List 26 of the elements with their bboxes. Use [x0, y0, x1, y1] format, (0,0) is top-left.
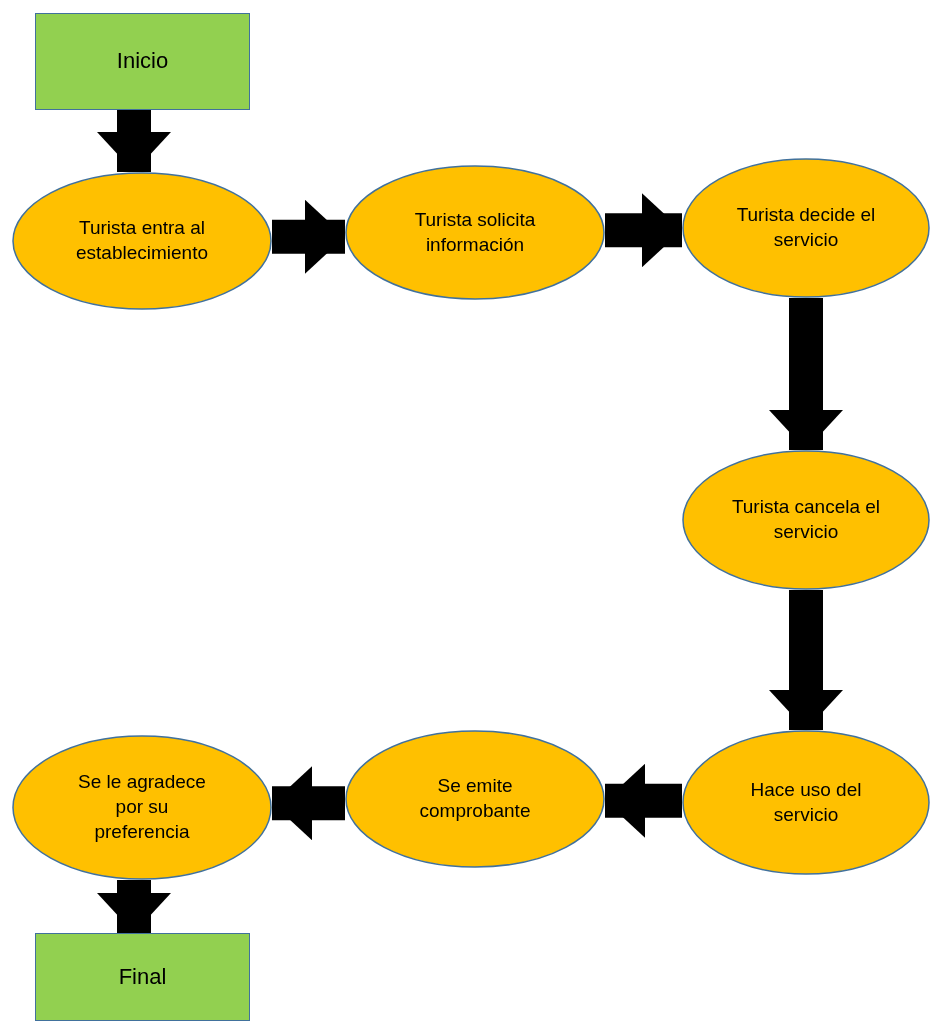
node-label: Se le agradece por su preferencia [77, 770, 207, 844]
block-arrow [97, 110, 171, 172]
block-arrow [769, 590, 843, 730]
node-label: Hace uso del servicio [749, 777, 863, 827]
process-ellipse [682, 158, 930, 298]
block-arrow [605, 193, 682, 268]
terminal-box [35, 13, 250, 110]
node-label: Turista solicita información [413, 207, 537, 257]
process-ellipse [345, 730, 605, 868]
process-ellipse [12, 735, 272, 880]
block-arrow [272, 766, 345, 841]
block-arrow [97, 880, 171, 933]
terminal-box [35, 933, 250, 1021]
process-ellipse [345, 165, 605, 300]
node-label: Se emite comprobante [418, 774, 532, 823]
block-arrow [605, 763, 682, 838]
node-label: Turista cancela el servicio [730, 495, 882, 544]
block-arrow [769, 298, 843, 450]
node-label: Turista decide el servicio [736, 203, 876, 252]
process-ellipse [682, 450, 930, 590]
block-arrow [272, 199, 345, 274]
process-ellipse [682, 730, 930, 875]
node-label: Inicio [116, 47, 169, 76]
process-ellipse [12, 172, 272, 310]
node-label: Turista entra al establecimiento [75, 216, 209, 265]
node-label: Final [118, 962, 167, 991]
